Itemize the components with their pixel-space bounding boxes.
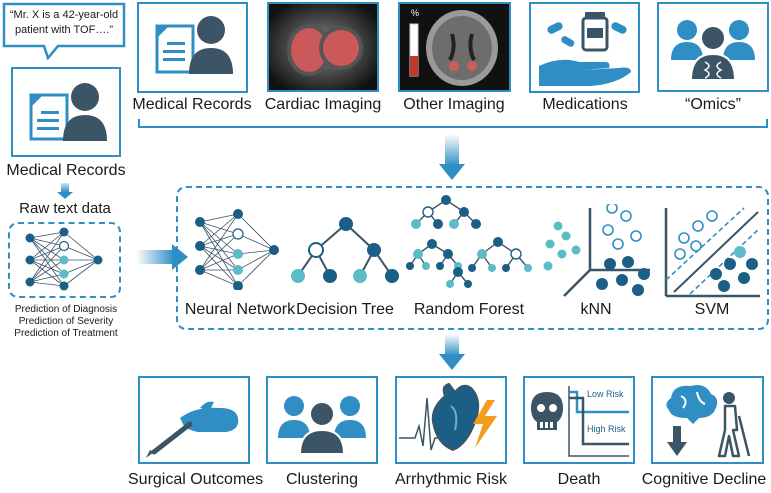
output-arrhythmic-label: Arrhythmic Risk — [394, 471, 507, 488]
medical-records-icon — [155, 16, 233, 74]
input-other-imaging-box: % — [398, 2, 511, 92]
cognitive-decline-icon — [666, 385, 751, 458]
model-random-forest-label: Random Forest — [413, 301, 525, 318]
brain-mri-image — [400, 4, 509, 90]
svm-icon — [660, 204, 762, 300]
left-medical-records-box — [11, 67, 121, 157]
medical-records-icon — [29, 83, 107, 141]
model-svm-label: SVM — [694, 301, 730, 318]
input-cardiac-imaging-label: Cardiac Imaging — [264, 96, 382, 113]
input-omics-label: “Omics” — [685, 96, 741, 113]
left-medical-records-label: Medical Records — [6, 162, 126, 179]
input-medications-label: Medications — [542, 96, 628, 113]
output-clustering-box — [266, 376, 378, 464]
output-arrhythmic-box — [395, 376, 507, 464]
input-other-imaging-label: Other Imaging — [403, 96, 505, 113]
output-cognitive-box — [651, 376, 764, 464]
down-arrow-to-models — [439, 134, 465, 180]
input-medications-box — [529, 2, 640, 93]
omics-icon — [671, 20, 755, 81]
input-cardiac-imaging-box — [267, 2, 379, 92]
prediction-severity: Prediction of Severity — [18, 316, 114, 327]
input-medical-records-label: Medical Records — [132, 96, 252, 113]
medications-icon — [539, 12, 631, 86]
raw-text-label: Raw text data — [19, 200, 111, 217]
knn-icon — [540, 204, 652, 300]
model-decision-tree-label: Decision Tree — [296, 301, 394, 318]
raw-text-model-box — [8, 222, 121, 298]
random-forest-icon — [402, 192, 538, 300]
inputs-bracket — [137, 118, 771, 130]
output-surgical-label: Surgical Outcomes — [128, 471, 264, 488]
prediction-treatment: Prediction of Treatment — [14, 328, 118, 339]
cardiac-mri-image — [269, 4, 377, 90]
death-risk-icon — [531, 386, 629, 457]
low-risk-label: Low Risk — [587, 389, 624, 399]
decision-tree-icon — [286, 212, 408, 292]
models-box — [176, 186, 769, 330]
scalpel-hand-icon — [146, 401, 239, 458]
model-neural-network-label: Neural Network — [184, 301, 296, 318]
down-arrow-small — [57, 183, 73, 199]
input-medical-records-box — [137, 2, 248, 93]
speech-bubble: “Mr. X is a 42-year-old patient with TOF… — [2, 2, 126, 60]
small-neural-network-icon — [25, 227, 103, 291]
neural-network-icon — [190, 204, 280, 290]
gauge-label: % — [411, 8, 420, 18]
input-omics-box — [657, 2, 769, 92]
output-death-box: Low Risk High Risk — [523, 376, 635, 464]
output-surgical-box — [138, 376, 250, 464]
high-risk-label: High Risk — [587, 424, 626, 434]
output-clustering-label: Clustering — [285, 471, 359, 488]
heart-ecg-icon — [399, 382, 497, 452]
model-knn-label: kNN — [580, 301, 612, 318]
output-death-label: Death — [557, 471, 601, 488]
clustering-people-icon — [278, 396, 366, 455]
output-cognitive-label: Cognitive Decline — [641, 471, 767, 488]
down-arrow-to-outputs — [439, 334, 465, 370]
speech-line-1: “Mr. X is a 42-year-old — [9, 9, 119, 21]
prediction-list: Prediction of Diagnosis Prediction of Se… — [0, 304, 132, 340]
prediction-diagnosis: Prediction of Diagnosis — [14, 304, 118, 315]
speech-line-2: patient with TOF….” — [14, 24, 114, 36]
